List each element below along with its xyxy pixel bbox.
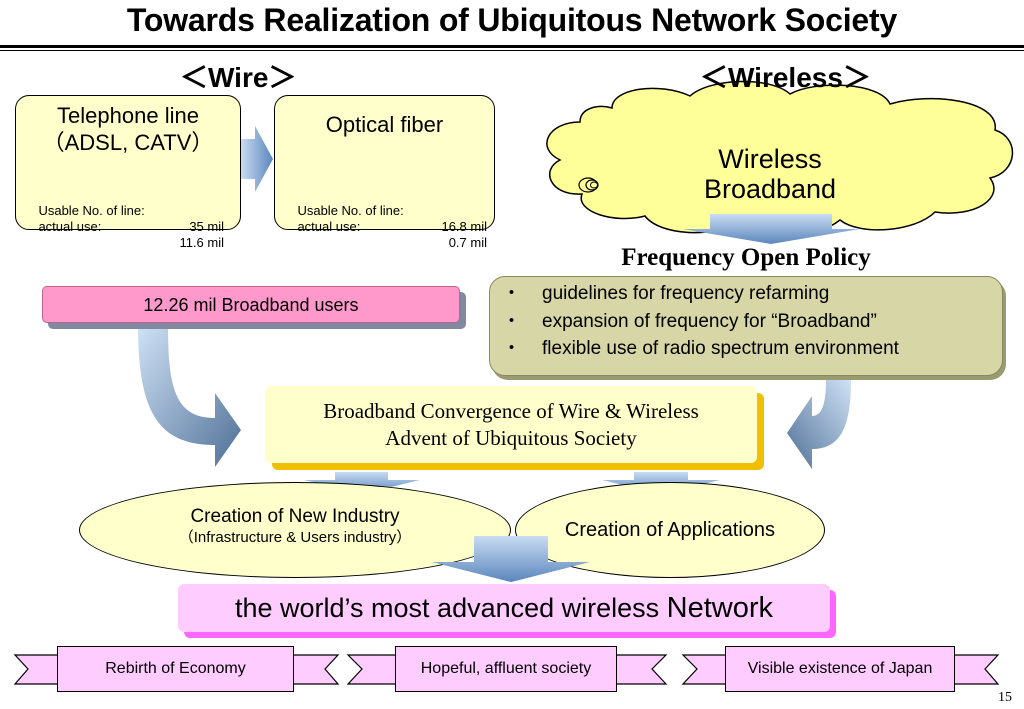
wireless-broadband-line1: Wireless xyxy=(718,144,822,174)
world-network-text: the world’s most advanced wireless xyxy=(234,593,667,623)
bullet-icon: ・ xyxy=(502,283,522,304)
arrow-convergence-to-industry xyxy=(304,472,420,494)
arrow-telephone-to-optical xyxy=(241,126,273,192)
outcome-economy: Rebirth of Economy xyxy=(57,646,294,692)
telephone-line-box: Telephone line （ADSL, CATV） Usable No. o… xyxy=(15,95,241,250)
telephone-line-subtitle: （ADSL, CATV） xyxy=(42,130,214,155)
wireless-broadband-line2: Broadband xyxy=(703,174,837,204)
optical-stat-usable-label: Usable No. of line: xyxy=(297,203,404,218)
optical-stat-actual: actual use: 0.7 mil xyxy=(283,203,487,267)
telephone-stat-actual-value: 11.6 mil xyxy=(179,235,224,250)
wireless-heading: ＜Wireless＞ xyxy=(700,62,871,93)
policy-item: ・ expansion of frequency for “Broadband” xyxy=(502,308,1002,336)
ribbon-japan xyxy=(681,654,1000,685)
policy-item: ・ flexible use of radio spectrum environm… xyxy=(502,335,1002,363)
policy-item: ・ guidelines for frequency refarming xyxy=(502,280,1002,308)
page-number: 15 xyxy=(998,690,1012,705)
bullet-icon: ・ xyxy=(502,310,522,332)
title-rule xyxy=(0,45,1024,48)
telephone-stat-actual-label: actual use: xyxy=(38,219,102,234)
frequency-policy-heading: Frequency Open Policy xyxy=(621,244,871,271)
telephone-stat-usable-label: Usable No. of line: xyxy=(38,203,145,218)
policy-item-text: expansion of frequency for “Broadband” xyxy=(542,310,877,332)
broadband-users-bar: 12.26 mil Broadband users xyxy=(42,286,460,323)
convergence-line2: Advent of Ubiquitous Society xyxy=(385,426,637,450)
frequency-policy-box: ・ guidelines for frequency refarming ・ exp… xyxy=(489,276,1003,376)
wire-heading: ＜Wire＞ xyxy=(180,62,297,93)
optical-stat-usable: Usable No. of line: 16.8 mil xyxy=(283,187,487,251)
telephone-stat-usable: Usable No. of line: 35 mil xyxy=(24,187,234,251)
ribbon-society xyxy=(346,654,668,685)
optical-fiber-title: Optical fiber xyxy=(325,112,444,137)
telephone-line-title: Telephone line xyxy=(57,103,199,128)
curved-arrow-left xyxy=(138,325,241,467)
bullet-icon: ・ xyxy=(502,338,522,359)
new-industry-subtitle: （Infrastructure & Users industry） xyxy=(178,529,412,546)
policy-item-text: flexible use of radio spectrum environme… xyxy=(542,338,899,359)
optical-stat-actual-label: actual use: xyxy=(297,219,361,234)
curved-arrow-right xyxy=(787,380,851,469)
new-industry-ellipse: Creation of New Industry （Infrastructure… xyxy=(79,482,511,578)
convergence-box: Broadband Convergence of Wire & Wireless… xyxy=(265,386,757,463)
world-network-box: the world’s most advanced wireless Netwo… xyxy=(178,584,830,632)
wireless-cloud-shape xyxy=(546,80,1014,236)
outcome-japan: Visible existence of Japan xyxy=(725,646,955,692)
new-industry-title: Creation of New Industry xyxy=(190,506,400,527)
frequency-policy-list: ・ guidelines for frequency refarming ・ exp… xyxy=(490,277,1002,363)
convergence-line1: Broadband Convergence of Wire & Wireless xyxy=(323,399,699,423)
title-rule-thin xyxy=(0,50,1024,51)
outcome-society: Hopeful, affluent society xyxy=(395,646,617,692)
optical-fiber-box: Optical fiber Usable No. of line: 16.8 m… xyxy=(274,95,495,250)
telephone-stat-usable-value: 35 mil xyxy=(189,219,224,234)
policy-item-text: guidelines for frequency refarming xyxy=(542,283,830,304)
page-title: Towards Realization of Ubiquitous Networ… xyxy=(126,2,898,38)
optical-stat-usable-value: 16.8 mil xyxy=(441,219,487,234)
wireless-broadband-label: Wireless Broadband xyxy=(660,144,880,204)
applications-ellipse: Creation of Applications xyxy=(515,482,825,578)
telephone-stat-actual: actual use: 11.6 mil xyxy=(24,203,234,267)
world-network-emphasis: Network xyxy=(666,592,774,624)
arrow-cloud-to-policy xyxy=(682,214,860,244)
optical-stat-actual-value: 0.7 mil xyxy=(448,235,487,250)
